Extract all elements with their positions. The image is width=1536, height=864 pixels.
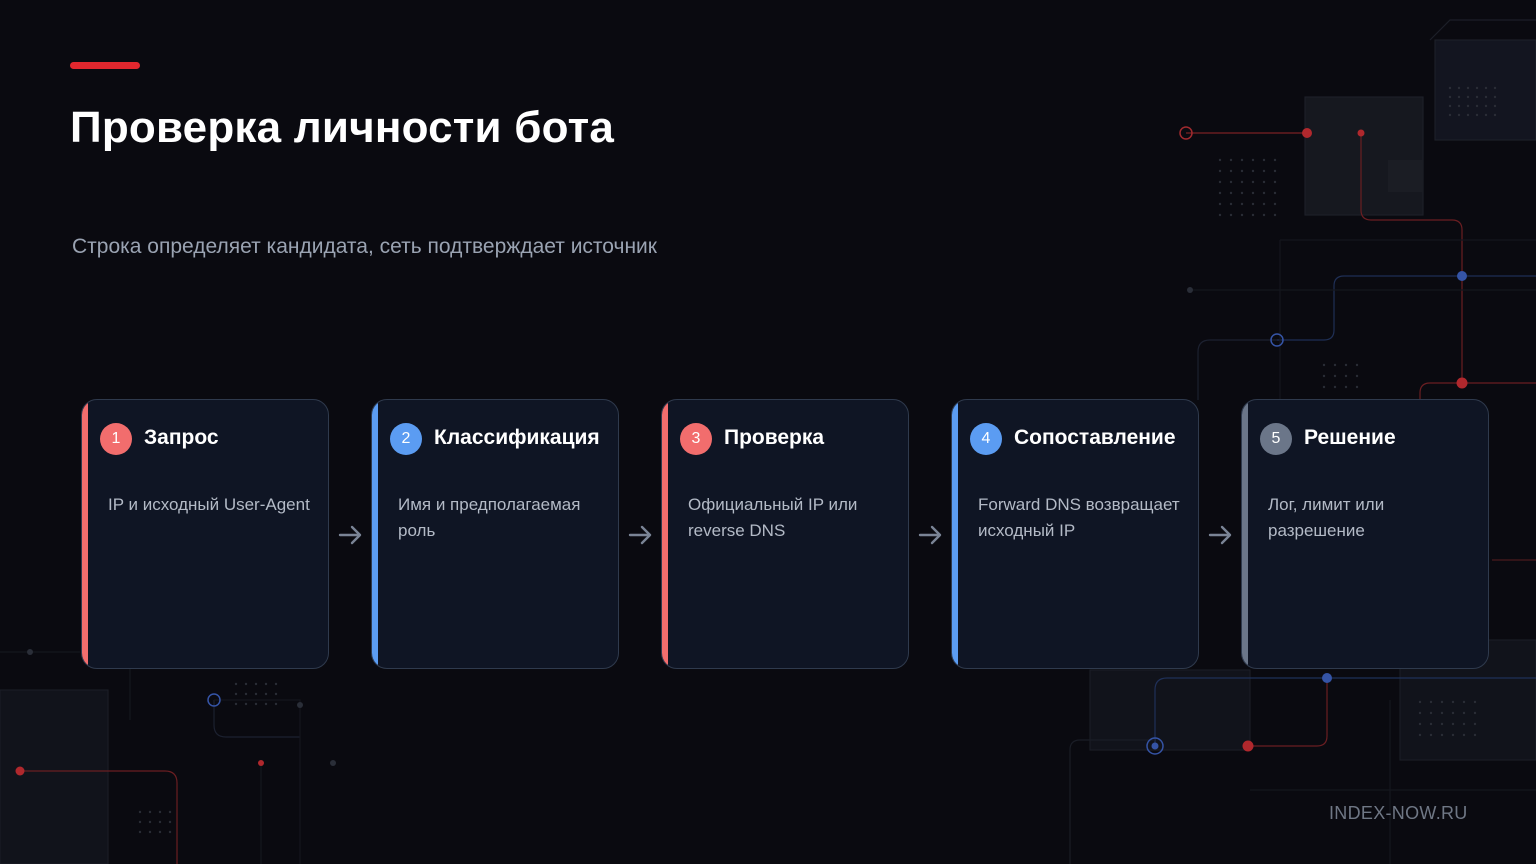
step-accent-bar bbox=[662, 400, 668, 668]
step-title: Проверка bbox=[724, 426, 825, 449]
step-description: Лог, лимит или разрешение bbox=[1268, 495, 1385, 540]
arrow-right-icon bbox=[628, 524, 654, 546]
step-number-badge: 2 bbox=[390, 423, 422, 455]
step-number-badge: 1 bbox=[100, 423, 132, 455]
arrow-right-icon bbox=[338, 524, 364, 546]
step-number-badge: 4 bbox=[970, 423, 1002, 455]
step-card: 1 Запрос IP и исходный User-Agent bbox=[81, 399, 329, 669]
step-number-badge: 5 bbox=[1260, 423, 1292, 455]
step-accent-bar bbox=[952, 400, 958, 668]
step-title: Сопоставление bbox=[1014, 426, 1176, 449]
step-accent-bar bbox=[82, 400, 88, 668]
step-title: Классификация bbox=[434, 426, 600, 449]
step-title: Запрос bbox=[144, 426, 219, 449]
step-description: Forward DNS возвращает исходный IP bbox=[978, 495, 1180, 540]
step-description: Имя и предполагаемая роль bbox=[398, 495, 581, 540]
step-accent-bar bbox=[372, 400, 378, 668]
slide-subtitle: Строка определяет кандидата, сеть подтве… bbox=[72, 235, 657, 258]
arrow-right-icon bbox=[918, 524, 944, 546]
step-accent-bar bbox=[1242, 400, 1248, 668]
step-number-badge: 3 bbox=[680, 423, 712, 455]
step-description: Официальный IP или reverse DNS bbox=[688, 495, 858, 540]
accent-line bbox=[70, 62, 140, 69]
arrow-right-icon bbox=[1208, 524, 1234, 546]
step-title: Решение bbox=[1304, 426, 1396, 449]
step-description: IP и исходный User-Agent bbox=[108, 495, 310, 514]
slide-title: Проверка личности бота bbox=[70, 103, 615, 152]
footer-brand: INDEX-NOW.RU bbox=[1329, 803, 1468, 823]
